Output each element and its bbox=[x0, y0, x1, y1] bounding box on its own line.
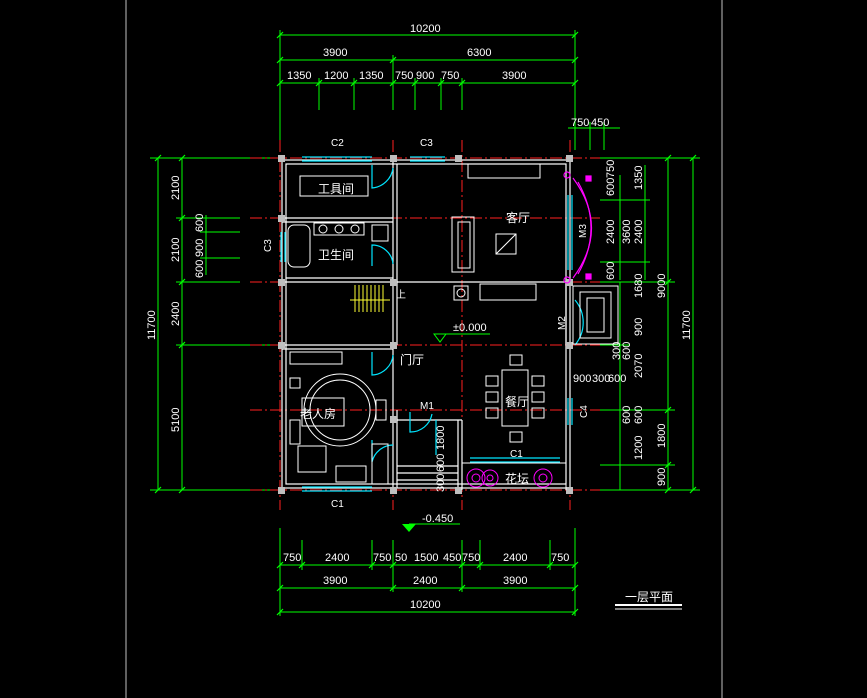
dim-top-d2: 1200 bbox=[324, 70, 348, 82]
dim-bottom-a9: 750 bbox=[551, 552, 569, 564]
dim-right-i20: 900 bbox=[656, 468, 668, 486]
dim-right-i7: 600 bbox=[605, 262, 617, 280]
dim-right-i19: 1200 bbox=[633, 436, 645, 460]
dim-right-i17: 600 bbox=[633, 406, 645, 424]
dim-right-i2: 750 bbox=[605, 160, 617, 178]
dim-left-w2: 900 bbox=[194, 239, 206, 257]
dim-bottom-a2: 2400 bbox=[325, 552, 349, 564]
dim-top-seg2: 6300 bbox=[467, 47, 491, 59]
dim-right-i8: 1680 bbox=[633, 274, 645, 298]
window-tag-c1-flower: C1 bbox=[510, 449, 523, 460]
window-tag-c3-left: C3 bbox=[263, 239, 274, 252]
dim-left-w1: 600 bbox=[194, 214, 206, 232]
dim-bottom-a8: 2400 bbox=[503, 552, 527, 564]
room-label-tool-room: 工具间 bbox=[318, 182, 354, 196]
dim-top-r2: 450 bbox=[591, 117, 609, 129]
dim-right-i10: 300 bbox=[611, 342, 623, 360]
room-label-living-room: 客厅 bbox=[506, 210, 530, 225]
room-label-entrance-hall: 门厅 bbox=[400, 352, 424, 367]
dim-top-d5: 900 bbox=[416, 70, 434, 82]
dim-right-i4: 2400 bbox=[605, 220, 617, 244]
dim-right-i5: 3600 bbox=[621, 220, 633, 244]
dim-right-i13: 900 bbox=[573, 373, 591, 385]
room-label-bathroom: 卫生间 bbox=[318, 248, 354, 262]
door-tag-m1: M1 bbox=[420, 401, 434, 412]
structural-columns bbox=[278, 155, 573, 494]
dim-right-i14: 300 bbox=[592, 373, 610, 385]
dim-right-i12: 2070 bbox=[633, 354, 645, 378]
dim-top-seg1: 3900 bbox=[323, 47, 347, 59]
door-tag-m2: M2 bbox=[557, 316, 568, 330]
outdoor-level-label: -0.450 bbox=[422, 513, 453, 525]
dim-top-total: 10200 bbox=[410, 23, 441, 35]
window-tag-m3: M3 bbox=[578, 224, 589, 238]
room-label-flower-bed: 花坛 bbox=[505, 471, 529, 486]
dim-bottom-b3: 3900 bbox=[503, 575, 527, 587]
furniture bbox=[287, 163, 545, 485]
level-marker-floor-icon bbox=[433, 333, 447, 343]
dim-right-i6: 2400 bbox=[633, 220, 645, 244]
dim-bottom-a7: 750 bbox=[462, 552, 480, 564]
level-marker-outdoor-icon bbox=[402, 524, 416, 532]
window-tag-c3-top: C3 bbox=[420, 138, 433, 149]
dim-left-s3: 2400 bbox=[170, 302, 182, 326]
dim-door-d2: 600 bbox=[435, 454, 447, 472]
dim-right-total: 11700 bbox=[681, 310, 693, 340]
floor-level-label: ±0.000 bbox=[453, 322, 487, 334]
dim-top-d1: 1350 bbox=[287, 70, 311, 82]
dim-bottom-b1: 3900 bbox=[323, 575, 347, 587]
room-label-dining-room: 餐厅 bbox=[505, 394, 529, 409]
dim-bottom-b2: 2400 bbox=[413, 575, 437, 587]
dim-right-i1: 600 bbox=[605, 178, 617, 196]
dim-bottom-total: 10200 bbox=[410, 599, 441, 611]
dim-door-d3: 300 bbox=[435, 474, 447, 492]
dim-bottom-a1: 750 bbox=[283, 552, 301, 564]
dim-left-w3: 600 bbox=[194, 260, 206, 278]
side-porch-steps bbox=[572, 285, 619, 345]
dim-left-s1: 2100 bbox=[170, 176, 182, 200]
window-tag-c4: C4 bbox=[579, 405, 590, 418]
dim-top-d3: 1350 bbox=[359, 70, 383, 82]
dim-top-d7: 3900 bbox=[502, 70, 526, 82]
bay-window-m3 bbox=[563, 171, 592, 284]
dim-bottom-a3: 750 bbox=[373, 552, 391, 564]
dim-right-total2: 9000 bbox=[656, 274, 668, 298]
flower-bed-plants bbox=[461, 462, 567, 490]
windows bbox=[280, 156, 584, 492]
dim-right-i9: 900 bbox=[633, 318, 645, 336]
stair bbox=[350, 285, 390, 312]
dim-left-s2: 2100 bbox=[170, 238, 182, 262]
dimension-ticks bbox=[154, 31, 697, 616]
walls bbox=[281, 159, 571, 489]
drawing-title: 一层平面 bbox=[625, 590, 673, 604]
dim-left-s4: 5100 bbox=[170, 408, 182, 432]
dim-bottom-a5: 1500 bbox=[414, 552, 438, 564]
dim-top-d6: 750 bbox=[441, 70, 459, 82]
window-tag-c1-bottom: C1 bbox=[331, 499, 344, 510]
dim-bottom-a4: 50 bbox=[395, 552, 407, 564]
stair-up-label: 上 bbox=[396, 289, 406, 301]
dim-left-total: 11700 bbox=[146, 310, 158, 340]
dim-top-r1: 750 bbox=[571, 117, 589, 129]
dim-top-d4: 750 bbox=[395, 70, 413, 82]
dim-right-i18: 1800 bbox=[656, 424, 668, 448]
window-tag-c2: C2 bbox=[331, 138, 344, 149]
dim-right-i3: 1350 bbox=[633, 166, 645, 190]
room-label-elder-room: 老人房 bbox=[300, 406, 336, 421]
dim-bottom-a6: 450 bbox=[443, 552, 461, 564]
dim-right-i15: 600 bbox=[608, 373, 626, 385]
dim-door-d1: 1800 bbox=[435, 426, 447, 450]
dim-right-i11: 600 bbox=[621, 342, 633, 360]
dim-right-i16: 600 bbox=[621, 406, 633, 424]
